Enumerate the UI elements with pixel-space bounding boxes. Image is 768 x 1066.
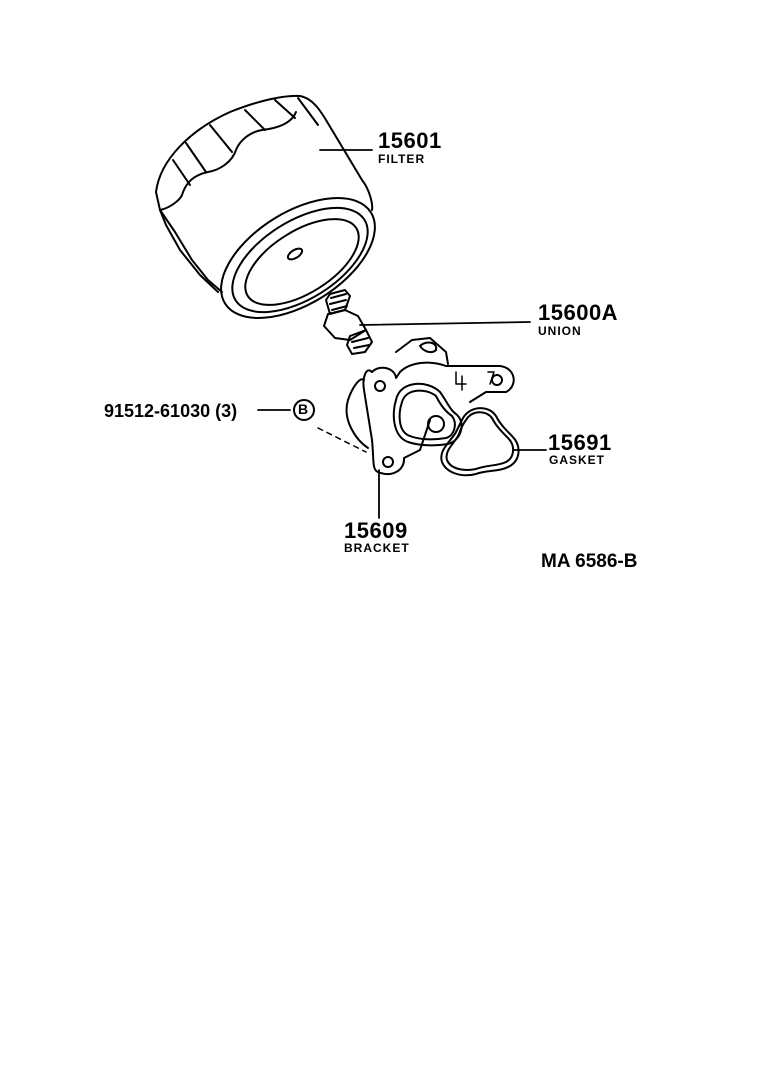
part-number-bracket: 15609	[344, 518, 408, 543]
part-number-filter: 15601	[378, 128, 442, 153]
part-name-gasket: GASKET	[549, 453, 606, 467]
gasket-drawing	[440, 407, 547, 477]
oil-filter-drawing	[155, 94, 376, 319]
union-drawing	[323, 289, 531, 355]
part-name-filter: FILTER	[378, 152, 426, 166]
part-name-union: UNION	[538, 324, 582, 338]
fastener-callout	[257, 399, 315, 421]
fastener-qty: (3)	[215, 401, 238, 421]
fastener-symbol-b: B	[298, 401, 309, 417]
fastener-part-number: 91512-61030 (3)	[104, 402, 237, 420]
part-number-union: 15600A	[538, 300, 619, 325]
part-number-gasket: 15691	[548, 430, 612, 455]
diagram-code: MA 6586-B	[541, 551, 638, 572]
part-name-bracket: BRACKET	[344, 541, 410, 555]
fastener-number: 91512-61030	[104, 401, 211, 421]
bracket-drawing	[317, 337, 515, 519]
